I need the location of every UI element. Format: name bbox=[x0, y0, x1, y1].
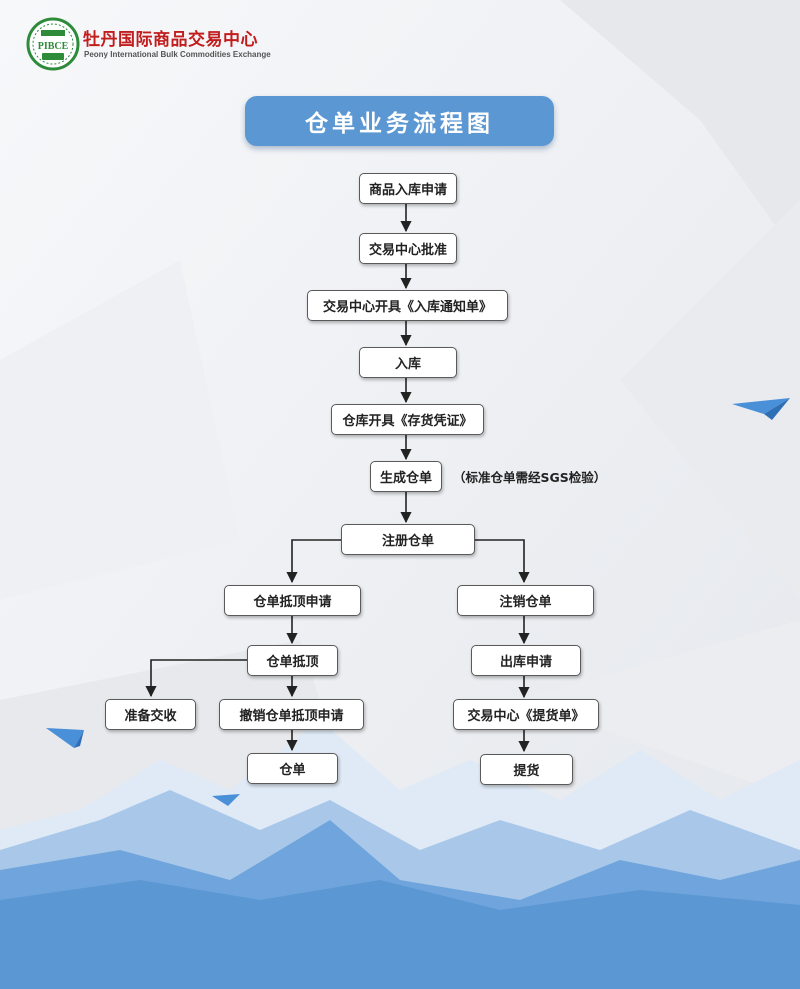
sgs-inspection-note: （标准仓单需经SGS检验） bbox=[453, 470, 607, 485]
logo-text: PIBCE bbox=[38, 41, 69, 52]
node-warehousing: 入库 bbox=[359, 347, 457, 378]
node-issue-warehousing-notice: 交易中心开具《入库通知单》 bbox=[307, 290, 508, 321]
page-title: 仓单业务流程图 bbox=[245, 96, 554, 146]
node-exchange-pickup-order: 交易中心《提货单》 bbox=[453, 699, 599, 730]
arrow-n7-n8 bbox=[286, 539, 341, 584]
node-pickup: 提货 bbox=[480, 754, 573, 785]
node-goods-warehousing-application: 商品入库申请 bbox=[359, 173, 457, 204]
node-warehouse-receipt: 仓单 bbox=[247, 753, 338, 784]
node-outbound-application: 出库申请 bbox=[471, 645, 581, 676]
arrow-n9-n10 bbox=[145, 659, 247, 698]
node-cancel-warehouse-receipt: 注销仓单 bbox=[457, 585, 594, 616]
node-generate-warehouse-receipt: 生成仓单 bbox=[370, 461, 442, 492]
node-register-warehouse-receipt: 注册仓单 bbox=[341, 524, 475, 555]
node-issue-inventory-certificate: 仓库开具《存货凭证》 bbox=[331, 404, 484, 435]
node-exchange-approval: 交易中心批准 bbox=[359, 233, 457, 264]
org-name-en: Peony International Bulk Commodities Exc… bbox=[84, 50, 271, 59]
node-receipt-offset: 仓单抵顶 bbox=[247, 645, 338, 676]
node-receipt-offset-application: 仓单抵顶申请 bbox=[224, 585, 361, 616]
pibce-logo-icon: PIBCE bbox=[26, 17, 80, 71]
arrow-n7-n13 bbox=[475, 539, 530, 584]
node-cancel-offset-application: 撤销仓单抵顶申请 bbox=[219, 699, 364, 730]
node-prepare-delivery: 准备交收 bbox=[105, 699, 196, 730]
org-name-cn: 牡丹国际商品交易中心 bbox=[83, 30, 258, 50]
